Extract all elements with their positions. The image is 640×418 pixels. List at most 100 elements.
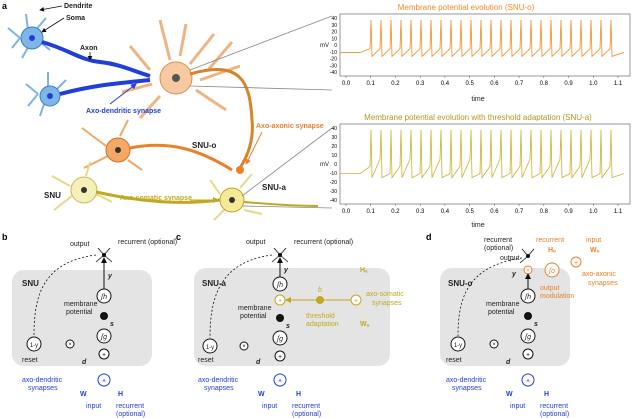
label-dendrite: Dendrite [64,3,93,10]
plot-top-xlabel: time [471,96,484,103]
recurrent-label: recurrent (optional) [294,239,353,246]
svg-text:b: b [318,287,322,294]
rec-in-label: recurrent [116,403,144,410]
svg-text:+: + [278,378,282,385]
svg-text:recurrent: recurrent [540,403,568,410]
mp-label-1: membrane [64,301,98,308]
xtick-label: 0.8 [540,81,549,87]
xtick-label: 0.1 [367,209,376,215]
ytick-label: 20 [331,144,337,150]
w-label: W [80,391,87,398]
xtick-label: 0.4 [441,209,450,215]
xtick-label: 0.2 [391,209,400,215]
ytick-label: -10 [330,171,337,177]
svg-text:input: input [510,403,525,410]
plot-top-trace [340,19,625,58]
plot-bottom-title: Membrane potential evolution with thresh… [364,113,592,122]
ytick-label: 10 [331,36,337,42]
svg-text:output: output [500,255,520,262]
svg-text:+: + [526,378,530,385]
xtick-label: 0.5 [465,209,474,215]
svg-text:input: input [586,237,601,244]
svg-text:modulation: modulation [540,293,574,300]
xtick-label: 0.6 [490,209,499,215]
panel-a-label: a [2,1,8,11]
svg-text:adaptation: adaptation [306,321,339,328]
ytick-label: -20 [330,57,337,63]
panel-d-label: d [426,232,432,242]
ytick-label: -40 [330,198,337,204]
ytick-label: 20 [331,30,337,36]
diagram-b: SNU output recurrent (optional) y ʃh mem… [12,239,177,418]
neuron-yellow-snu [51,161,221,211]
xtick-label: 1.0 [589,81,598,87]
neuron-blue-lower [25,72,151,117]
ytick-label: 0 [334,162,337,168]
connector-top-1 [189,15,333,71]
svg-text:ʃo: ʃo [548,268,555,275]
input-sum-node [97,373,111,387]
xtick-label: 0.6 [490,81,499,87]
svg-text:1-y: 1-y [454,343,462,349]
output-label: output [70,241,90,248]
svg-text:Hₐ: Hₐ [360,267,368,274]
s-node [100,312,108,320]
xtick-label: 1.1 [614,81,623,87]
svg-text:d: d [506,359,511,366]
xtick-label: 0.9 [564,81,573,87]
svg-text:+: + [102,352,106,359]
trace-line [340,129,625,179]
panel-b-label: b [2,232,8,242]
ytick-label: -10 [330,50,337,56]
svg-text:membrane: membrane [238,305,272,312]
xtick-label: 0.1 [367,81,376,87]
ytick-label: -30 [330,189,337,195]
syn-label-1: axo-dendritic [22,377,63,384]
svg-text:ʃg: ʃg [524,334,531,341]
svg-text:ʃg: ʃg [276,336,283,343]
xtick-label: 0.9 [564,209,573,215]
plot-snu-a: Membrane potential evolution with thresh… [320,113,631,229]
label-axo-somatic: Axo-somatic synapse [120,195,192,202]
svg-text:ʃg: ʃg [100,334,107,341]
diagram-d: SNU-o recurrent (optional) output × y ʃo… [440,237,618,418]
svg-text:(optional): (optional) [484,245,513,252]
svg-text:membrane: membrane [486,301,520,308]
label-soma: Soma [66,15,85,22]
plot-bottom-trace [340,129,625,179]
label-snu: SNU [44,191,61,200]
svg-text:Wₒ: Wₒ [590,247,600,254]
svg-text:axo-dendritic: axo-dendritic [198,377,239,384]
input-label: input [86,403,101,410]
plot-top-frame [339,13,631,77]
neuron-blue-top [7,13,151,78]
svg-text:×: × [242,344,246,350]
svg-text:output: output [540,285,560,292]
xtick-label: 0.5 [465,81,474,87]
output-label: output [246,239,266,246]
plot-bottom-ylabel: mV [320,162,329,168]
recurrent-label: recurrent (optional) [118,239,177,246]
svg-text:Wₐ: Wₐ [360,321,370,328]
plot-top-ylabel: mV [320,43,329,49]
svg-text:+: + [102,378,106,385]
xtick-label: 0.3 [416,209,425,215]
ytick-label: 0 [334,43,337,49]
svg-text:y: y [511,271,517,278]
svg-text:s: s [286,323,290,330]
svg-text:+: + [354,298,358,305]
svg-text:synapses: synapses [372,300,402,307]
svg-text:synapses: synapses [204,385,234,392]
label-axon: Axon [80,45,98,52]
ytick-label: 40 [331,16,337,22]
opt-label: (optional) [116,411,145,418]
xtick-label: 0.2 [391,81,400,87]
xtick-label: 1.0 [589,209,598,215]
svg-text:1-y: 1-y [206,345,214,351]
label-axo-axonic: Axo-axonic synapse [256,123,324,130]
xtick-label: 0.4 [441,81,450,87]
svg-text:×: × [492,342,496,348]
plot-top-title: Membrane potential evolution (SNU-o) [398,3,535,12]
